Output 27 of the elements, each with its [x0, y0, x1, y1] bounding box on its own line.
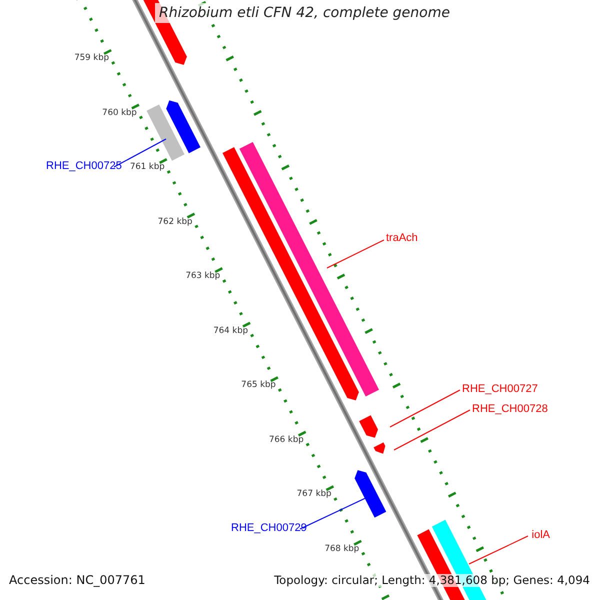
gene-feature — [146, 104, 184, 161]
scale-label: 767 kbp — [296, 490, 332, 500]
gene-label: iolA — [532, 529, 550, 542]
gene-label: RHE_CH00729 — [231, 522, 307, 535]
footer-text: Accession: NC_007761 — [9, 574, 146, 588]
gene-label: traAch — [386, 232, 418, 245]
scale-label: 763 kbp — [186, 272, 220, 282]
scale-label: 759 kbp — [74, 54, 109, 64]
scale-label: 765 kbp — [241, 381, 276, 391]
leader-line — [390, 390, 460, 428]
gene-label: RHE_CH00725 — [46, 160, 122, 173]
gene-feature — [354, 470, 386, 518]
scale-label: 761 kbp — [130, 163, 165, 173]
gene-feature — [374, 442, 386, 454]
scale-label: 768 kbp — [324, 544, 360, 554]
scale-label: 766 kbp — [268, 436, 304, 446]
scale-label: 760 kbp — [102, 108, 137, 118]
leader-line — [394, 410, 470, 450]
scale-label: 762 kbp — [158, 218, 192, 228]
gene-label: RHE_CH00727 — [462, 383, 538, 396]
gene-feature — [359, 415, 378, 438]
gene-label: RHE_CH00728 — [472, 403, 548, 416]
leader-line — [468, 536, 528, 564]
scale-label: 764 kbp — [213, 326, 248, 336]
footer-text: Topology: circular; Length: 4,381,608 bp; Genes: 4,094 — [274, 574, 590, 588]
leader-line — [114, 138, 166, 168]
leader-line — [326, 240, 384, 268]
